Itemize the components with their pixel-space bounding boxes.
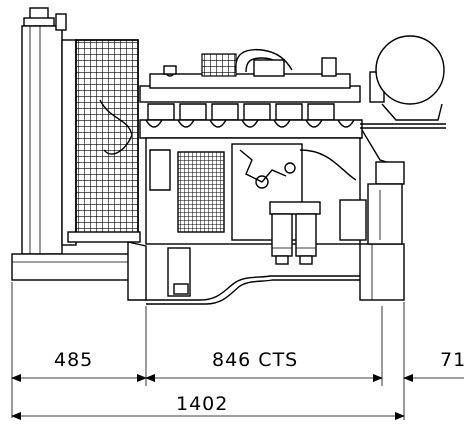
dimension-overall: 1402 [176, 393, 228, 415]
radiator [21, 7, 141, 255]
filters [269, 201, 321, 265]
cylinder-heads [139, 103, 363, 139]
air-cleaner [360, 35, 446, 245]
dimension-middle: 846 CTS [212, 349, 298, 371]
engine-block [139, 73, 367, 265]
dimension-right: 71 [440, 349, 464, 371]
dimension-lines: 485 846 CTS 71 1402 [11, 282, 464, 420]
dimension-left: 485 [54, 349, 93, 371]
base-frame [11, 241, 405, 305]
turbocharger [163, 48, 337, 77]
